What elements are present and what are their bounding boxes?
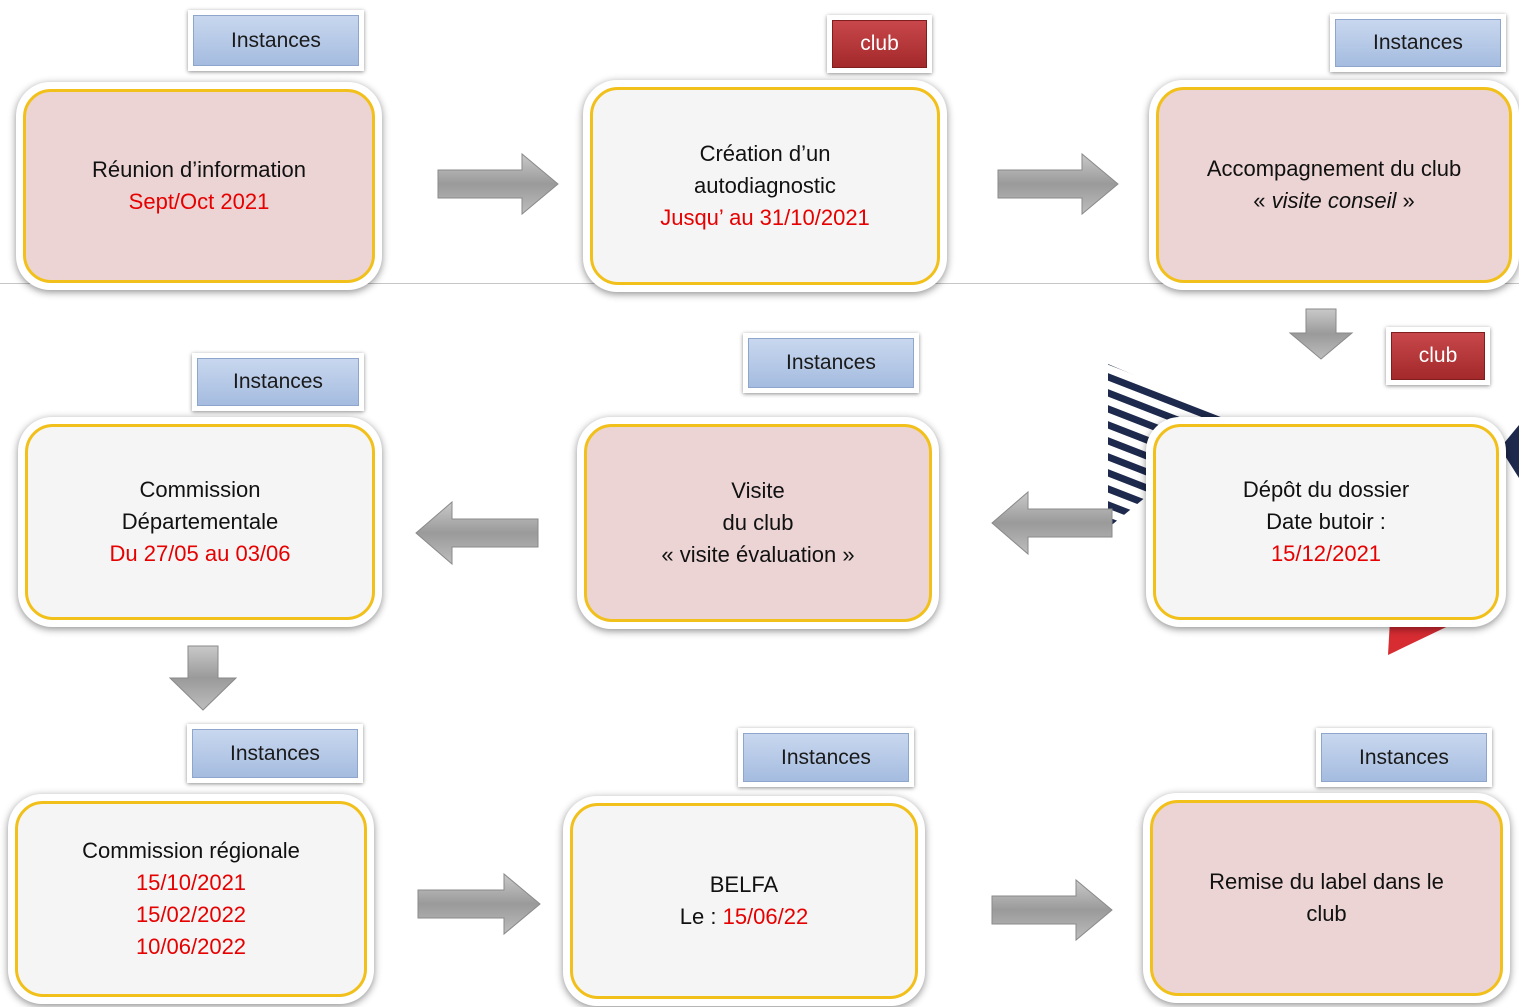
step-title: Commission	[139, 477, 261, 502]
step-title-2: Date butoir :	[1266, 509, 1386, 534]
tag-instances-2: Instances	[1330, 14, 1506, 72]
tag-instances-3: Instances	[743, 333, 919, 393]
step-title-2: autodiagnostic	[694, 173, 836, 198]
step-creation: Création d’un autodiagnostic Jusqu’ au 3…	[583, 80, 947, 292]
step-date-3: 10/06/2022	[135, 934, 247, 959]
red-triangle	[1388, 618, 1465, 655]
step-date: Jusqu’ au 31/10/2021	[660, 205, 870, 230]
step-commission-departementale: Commission Départementale Du 27/05 au 03…	[18, 417, 382, 627]
step-title: Réunion d’information	[91, 157, 307, 182]
step-reunion: Réunion d’information Sept/Oct 2021	[16, 82, 382, 290]
tag-label: Instances	[1321, 733, 1487, 782]
step-title: Accompagnement du club	[1206, 156, 1462, 181]
arrow-left-icon	[991, 490, 1113, 556]
tag-label: Instances	[743, 733, 909, 782]
tag-label: Instances	[1335, 19, 1501, 67]
tag-instances-5: Instances	[187, 724, 363, 783]
step-date-1: 15/10/2021	[135, 870, 247, 895]
arrow-left-icon	[415, 500, 539, 566]
tag-club-1: club	[827, 15, 932, 73]
step-title: Création d’un	[699, 141, 831, 166]
step-title-2: Départementale	[121, 509, 279, 534]
step-accompagnement: Accompagnement du club « visite conseil …	[1149, 80, 1519, 290]
step-title: Remise du label dans le	[1209, 869, 1444, 894]
step-subtitle: « visite conseil »	[1253, 188, 1415, 213]
step-visite: Visite du club « visite évaluation »	[577, 417, 939, 629]
tag-instances-7: Instances	[1316, 728, 1492, 787]
arrow-right-icon	[437, 152, 559, 216]
tag-instances-4: Instances	[192, 353, 364, 411]
tag-club-2: club	[1386, 327, 1490, 385]
step-commission-regionale: Commission régionale 15/10/2021 15/02/20…	[8, 794, 374, 1004]
tag-label: Instances	[197, 358, 359, 406]
step-title-2: club	[1306, 901, 1347, 926]
tag-label: Instances	[192, 729, 358, 778]
navy-triangle	[1500, 425, 1519, 478]
tag-instances-6: Instances	[738, 728, 914, 787]
step-date: Sept/Oct 2021	[128, 189, 270, 214]
tag-label: club	[1391, 332, 1485, 380]
step-remise: Remise du label dans le club	[1143, 793, 1510, 1003]
step-depot: Dépôt du dossier Date butoir : 15/12/202…	[1146, 417, 1506, 627]
step-title-2: du club	[722, 510, 794, 535]
step-title-3: « visite évaluation »	[661, 542, 855, 567]
step-title: Visite	[731, 478, 785, 503]
step-date-line: Le : 15/06/22	[679, 904, 809, 929]
step-title: Dépôt du dossier	[1242, 477, 1410, 502]
step-date: 15/12/2021	[1270, 541, 1382, 566]
tag-label: Instances	[193, 15, 359, 66]
arrow-right-icon	[991, 878, 1113, 942]
arrow-down-icon	[1288, 308, 1354, 360]
arrow-down-icon	[168, 645, 238, 711]
arrow-right-icon	[417, 872, 541, 936]
tag-instances-1: Instances	[188, 10, 364, 71]
tag-label: club	[832, 20, 927, 68]
step-date: Du 27/05 au 03/06	[109, 541, 291, 566]
arrow-right-icon	[997, 152, 1119, 216]
step-title: Commission régionale	[82, 838, 300, 863]
tag-label: Instances	[748, 338, 914, 388]
step-belfa: BELFA Le : 15/06/22	[563, 796, 925, 1006]
step-date-2: 15/02/2022	[135, 902, 247, 927]
step-title: BELFA	[709, 872, 779, 897]
